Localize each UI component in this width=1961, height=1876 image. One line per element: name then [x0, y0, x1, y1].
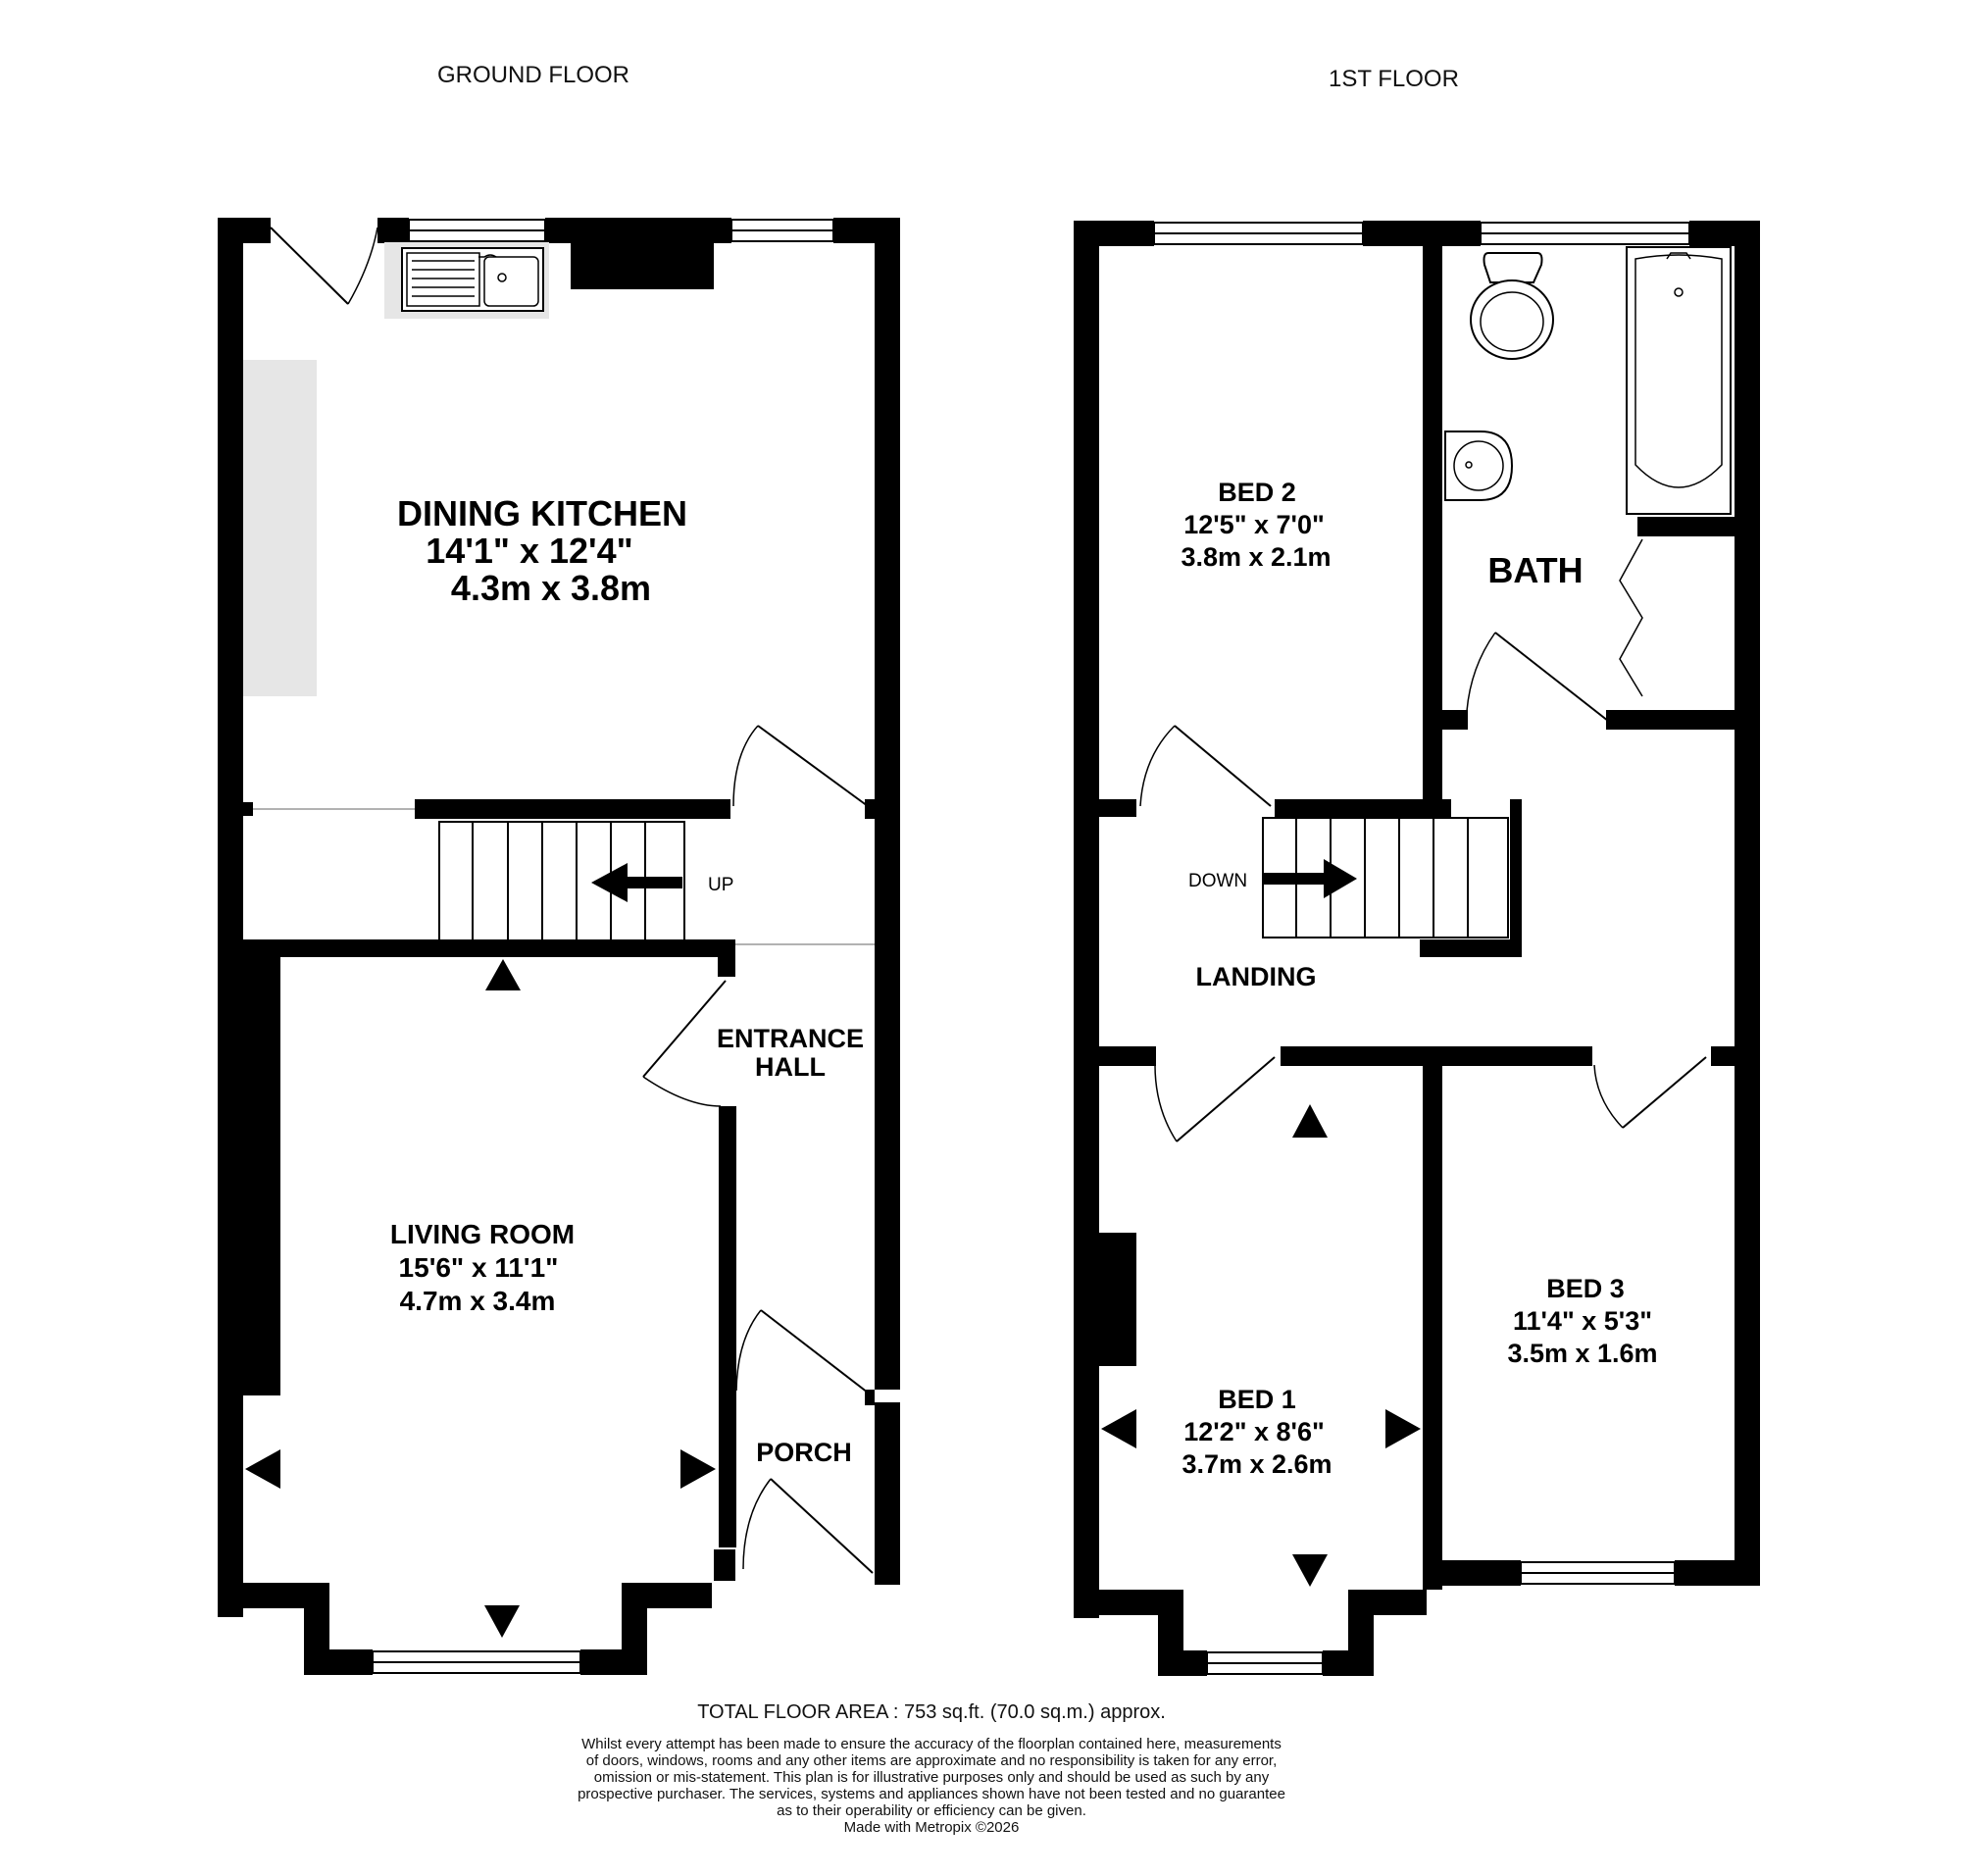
stairs-down-label: DOWN — [1188, 871, 1247, 891]
first-floor-stairs — [1262, 817, 1509, 938]
front-door — [742, 1478, 874, 1574]
porch-inner-door — [735, 1309, 875, 1405]
metropix-credit: Made with Metropix ©2026 — [843, 1819, 1020, 1836]
disclaimer: Whilst every attempt has been made to en… — [0, 1736, 1863, 1836]
kitchen-worktop — [243, 360, 317, 696]
bed2-label: BED 2 — [1218, 478, 1296, 507]
kitchen-sink — [384, 242, 549, 319]
stairs-up-label: UP — [708, 875, 733, 895]
bed3-imperial: 11'4" x 5'3" — [1513, 1306, 1652, 1336]
dining-kitchen-label: DINING KITCHEN — [397, 493, 687, 533]
disclaimer-line: omission or mis-statement. This plan is … — [593, 1769, 1270, 1786]
bed2-metric: 3.8m x 2.1m — [1181, 542, 1331, 572]
window-bed1 — [1206, 1651, 1324, 1675]
disclaimer-line: prospective purchaser. The services, sys… — [578, 1786, 1285, 1802]
ground-floor-title: GROUND FLOOR — [437, 62, 629, 88]
bed2-door — [1139, 725, 1272, 807]
first-floor-plan: DOWN — [1074, 221, 1760, 1676]
bed3-metric: 3.5m x 1.6m — [1507, 1339, 1657, 1368]
disclaimer-line: of doors, windows, rooms and any other i… — [585, 1752, 1278, 1769]
entrance-hall-label-2: HALL — [755, 1052, 826, 1082]
landing-label: LANDING — [1196, 962, 1317, 991]
entrance-hall-label-1: ENTRANCE — [717, 1024, 864, 1053]
bath-door — [1466, 632, 1609, 722]
ground-stairs — [438, 821, 685, 942]
living-room-label: LIVING ROOM — [390, 1219, 575, 1249]
disclaimer-line: Whilst every attempt has been made to en… — [581, 1736, 1282, 1752]
toilet — [1470, 252, 1554, 360]
window-bed2 — [1153, 222, 1364, 245]
dining-kitchen-metric: 4.3m x 3.8m — [451, 568, 651, 608]
window-bath — [1480, 222, 1690, 245]
dining-kitchen-imperial: 14'1" x 12'4" — [426, 531, 632, 571]
disclaimer-line: as to their operability or efficiency ca… — [777, 1802, 1086, 1819]
window-kitchen-right — [730, 219, 834, 242]
bathtub — [1626, 246, 1732, 515]
living-room-door — [642, 980, 727, 1107]
airing-cupboard-doors — [1619, 538, 1643, 697]
kitchen-back-door — [270, 227, 378, 305]
kitchen-door — [732, 725, 875, 819]
ground-floor-plan: UP — [218, 218, 900, 1675]
bed3-label: BED 3 — [1546, 1274, 1625, 1303]
window-bed3 — [1520, 1561, 1676, 1585]
porch-label: PORCH — [756, 1438, 852, 1467]
bed1-metric: 3.7m x 2.6m — [1182, 1449, 1332, 1479]
bed1-label: BED 1 — [1218, 1385, 1296, 1414]
window-kitchen-left — [408, 219, 546, 242]
basin — [1444, 431, 1514, 501]
window-living-bay — [372, 1650, 581, 1674]
bed2-imperial: 12'5" x 7'0" — [1183, 510, 1325, 539]
total-floor-area: TOTAL FLOOR AREA : 753 sq.ft. (70.0 sq.m… — [697, 1701, 1166, 1723]
living-room-imperial: 15'6" x 11'1" — [399, 1252, 559, 1283]
bed1-imperial: 12'2" x 8'6" — [1183, 1417, 1325, 1446]
bath-label: BATH — [1487, 550, 1583, 590]
first-floor-title: 1ST FLOOR — [1329, 66, 1459, 92]
bed1-door — [1154, 1056, 1276, 1142]
living-room-metric: 4.7m x 3.4m — [400, 1286, 556, 1316]
bed3-door — [1593, 1056, 1707, 1129]
